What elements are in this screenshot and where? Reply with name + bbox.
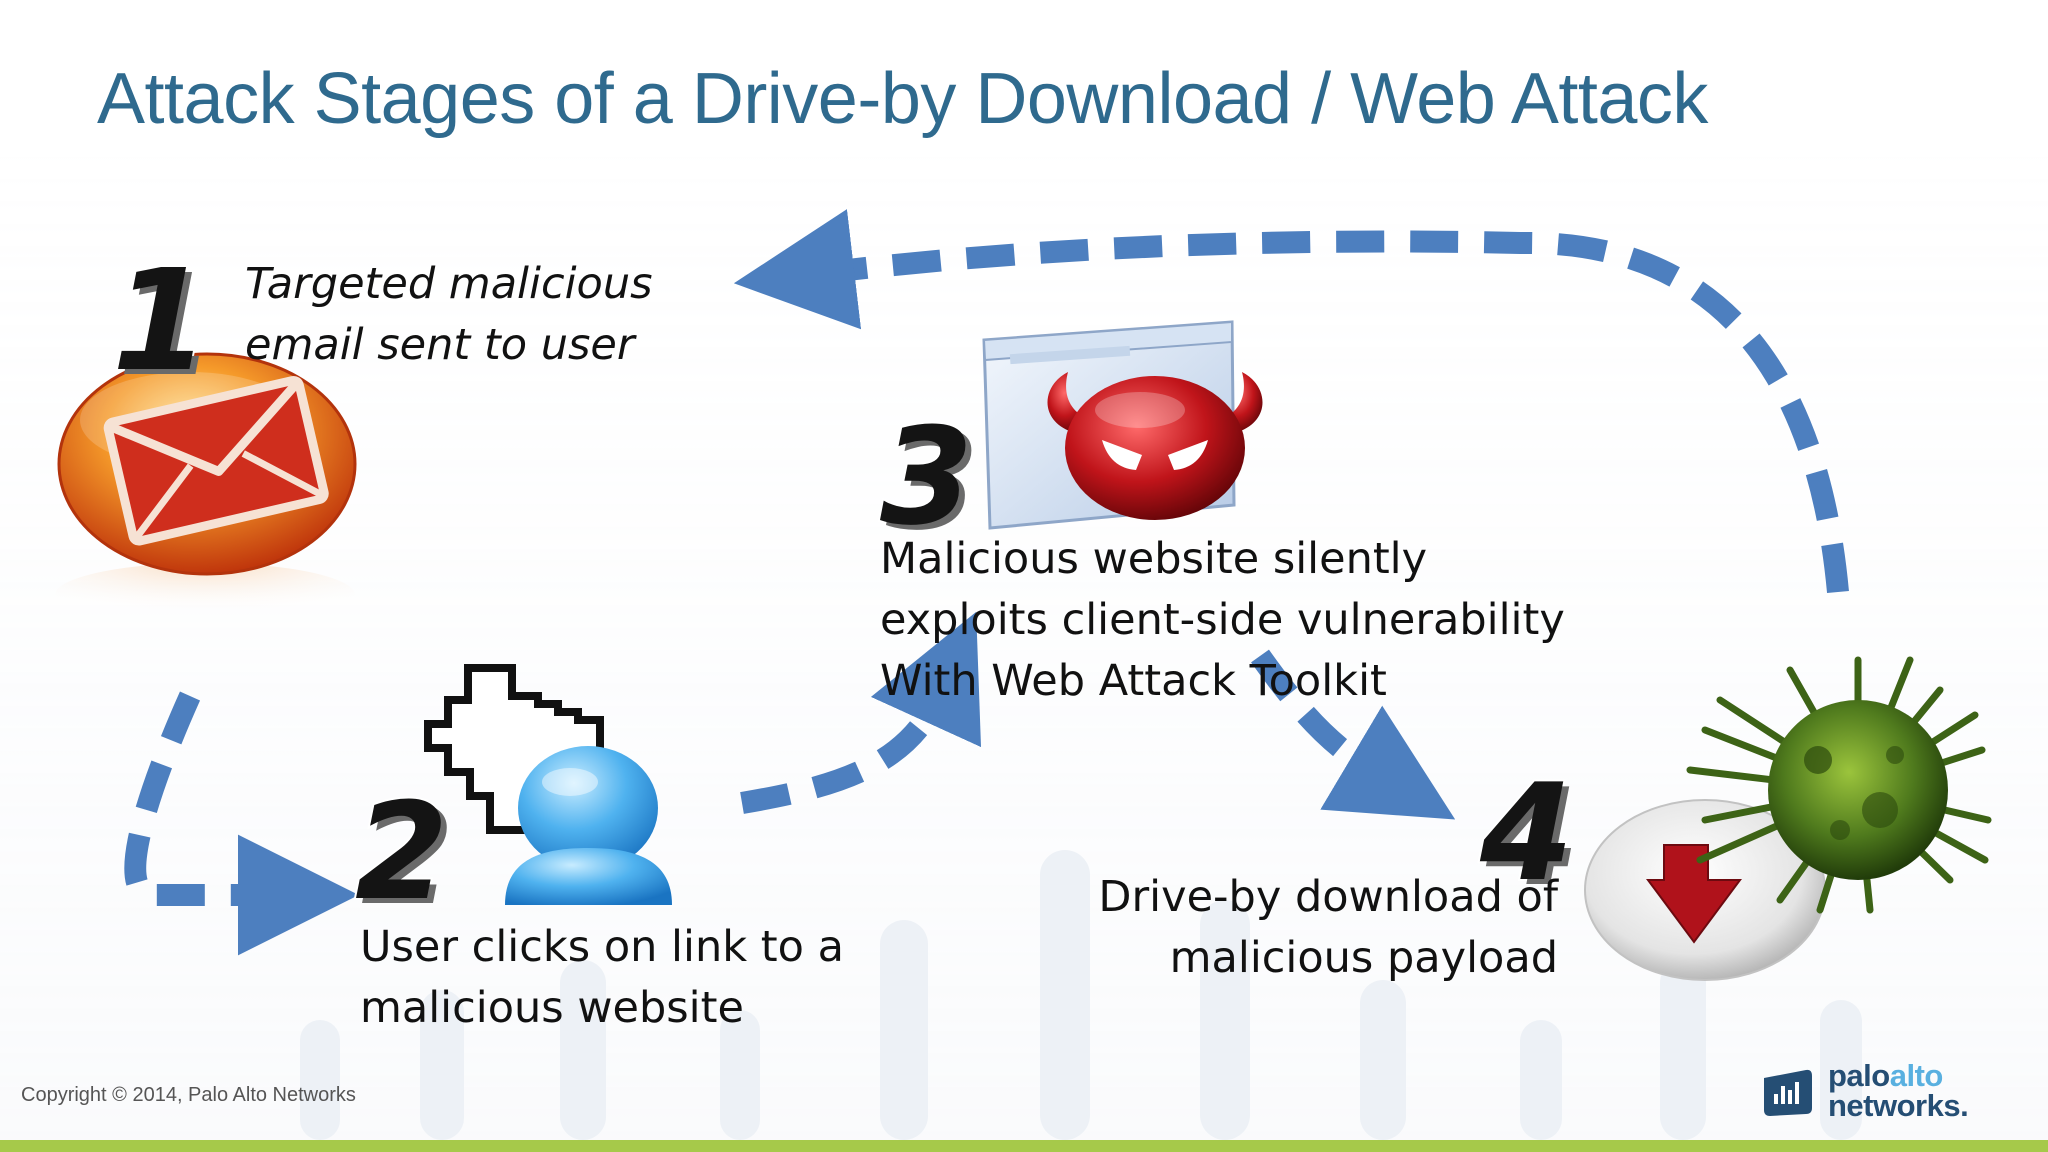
step-3-number: 3 xyxy=(878,399,975,555)
pointer-user-icon xyxy=(424,664,672,905)
arrow-3-to-4 xyxy=(1251,649,1456,820)
flow-arrows xyxy=(124,209,1849,956)
step-2-text: User clicks on link to a malicious websi… xyxy=(360,922,844,1033)
arrow-loop-back-to-1 xyxy=(733,209,1849,594)
footer-accent-bar xyxy=(0,1140,2048,1152)
step-3-text: Malicious website silently exploits clie… xyxy=(880,534,1565,706)
email-icon xyxy=(55,352,357,627)
download-virus-icon xyxy=(1584,656,1992,981)
logo-word-palo: palo xyxy=(1828,1058,1890,1093)
logo-word-alto: alto xyxy=(1889,1058,1944,1093)
palo-alto-networks-logo: paloalto networks. xyxy=(1760,1058,2000,1124)
logo-word-networks: networks. xyxy=(1828,1088,1969,1123)
palo-alto-logo-mark-icon xyxy=(1764,1069,1812,1116)
step-1-text: Targeted malicious email sent to user xyxy=(245,259,653,370)
slide-title: Attack Stages of a Drive-by Download / W… xyxy=(97,59,1708,139)
step-2-number: 2 xyxy=(353,774,450,930)
logo-text-line-1: paloalto xyxy=(1828,1060,1943,1091)
step-1-number: 1 xyxy=(110,240,211,403)
step-4-text: Drive-by download of malicious payload xyxy=(1098,872,1558,983)
malicious-website-icon xyxy=(982,320,1263,530)
copyright-text: Copyright © 2014, Palo Alto Networks xyxy=(21,1084,356,1106)
arrow-1-to-2 xyxy=(124,691,359,956)
step-4-number: 4 xyxy=(1478,755,1575,911)
arrow-2-to-3 xyxy=(740,611,981,814)
